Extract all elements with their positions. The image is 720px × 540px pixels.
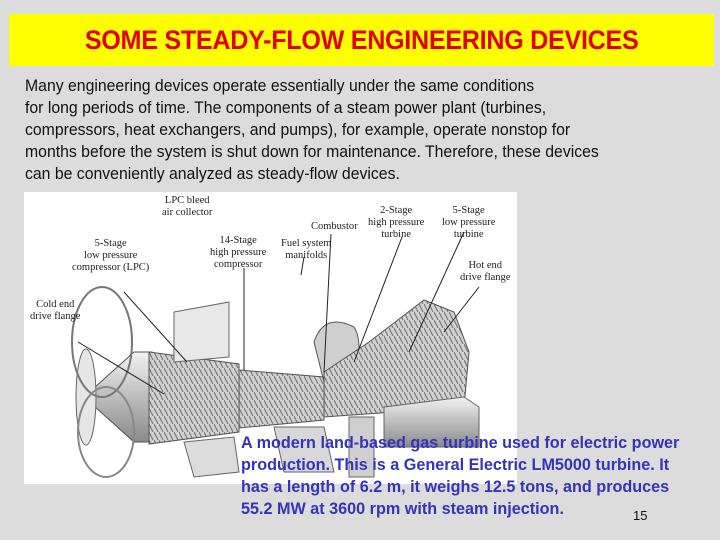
page-number: 15: [633, 508, 648, 523]
label-lpc-bleed: LPC bleed air collector: [162, 195, 213, 218]
caption-line: A modern land-based gas turbine used for…: [241, 434, 680, 452]
slide-title: SOME STEADY-FLOW ENGINEERING DEVICES: [84, 24, 639, 55]
label-hot-end: Hot end drive flange: [460, 260, 511, 283]
intro-line: Many engineering devices operate essenti…: [25, 77, 535, 95]
label-lpt: 5-Stage low pressure turbine: [442, 205, 496, 240]
figure-caption: A modern land-based gas turbine used for…: [241, 432, 711, 520]
label-fuel-system: Fuel system manifolds: [281, 238, 332, 261]
caption-line: 55.2 MW at 3600 rpm with steam injection…: [241, 500, 564, 518]
intro-line: can be conveniently analyzed as steady-f…: [25, 165, 400, 183]
caption-line: has a length of 6.2 m, it weighs 12.5 to…: [241, 478, 670, 496]
intro-paragraph: Many engineering devices operate essenti…: [25, 75, 705, 185]
gas-turbine-figure: LPC bleed air collector 5-Stage low pres…: [24, 192, 517, 484]
caption-line: production. This is a General Electric L…: [241, 456, 670, 474]
label-cold-end: Cold end drive flange: [30, 299, 81, 322]
intro-line: for long periods of time. The components…: [25, 99, 547, 117]
label-hpc: 14-Stage high pressure compressor: [210, 235, 267, 270]
intro-line: compressors, heat exchangers, and pumps)…: [25, 121, 571, 139]
label-hpt: 2-Stage high pressure turbine: [368, 205, 425, 240]
title-banner: SOME STEADY-FLOW ENGINEERING DEVICES: [9, 14, 714, 66]
intro-line: months before the system is shut down fo…: [25, 143, 599, 161]
label-lpc: 5-Stage low pressure compressor (LPC): [72, 238, 150, 273]
label-combustor: Combustor: [311, 221, 358, 232]
gas-turbine-cutaway-icon: [71, 231, 480, 478]
